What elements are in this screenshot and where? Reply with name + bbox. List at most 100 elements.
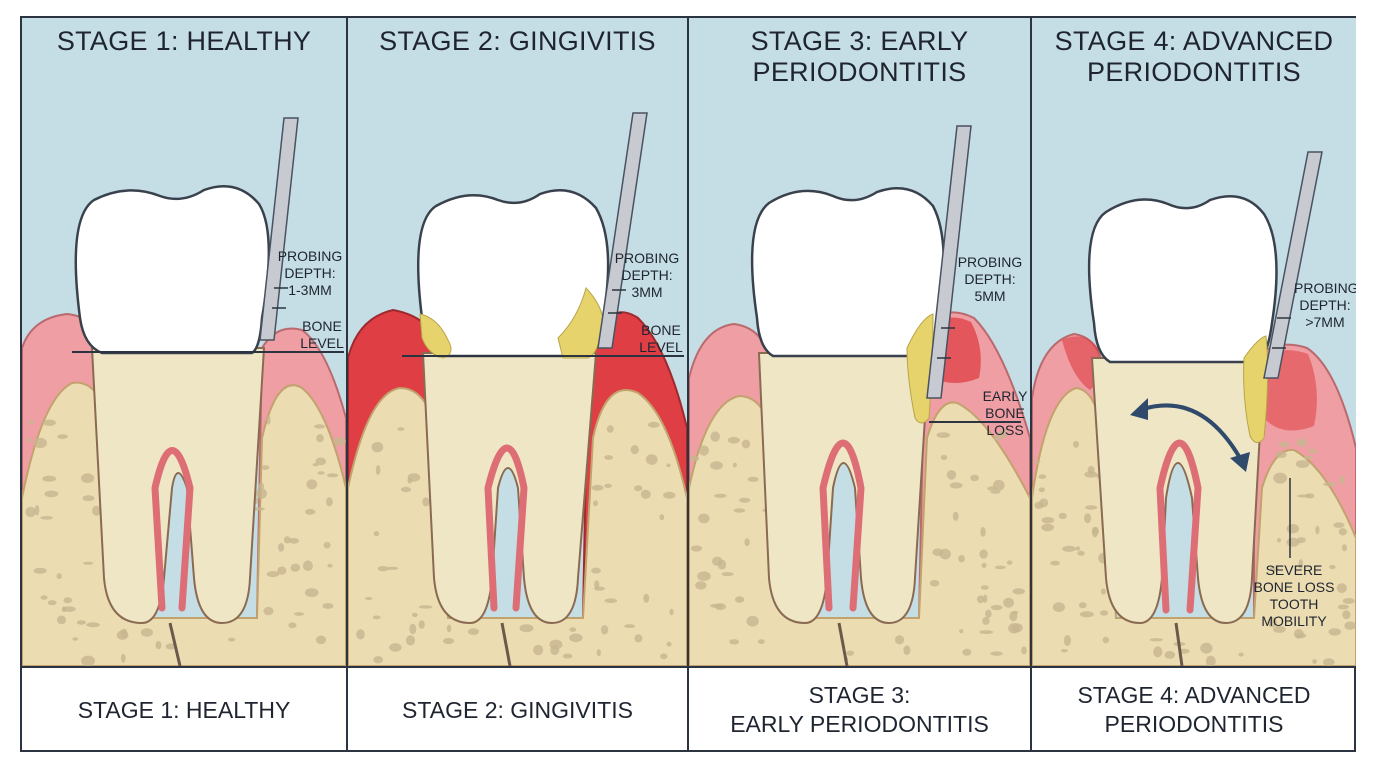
bone-pore [634,634,643,643]
bone-pore [283,536,291,544]
bone-pore [1164,651,1176,659]
bone-pore [1273,625,1286,633]
bone-pore [277,566,287,575]
bone-pore [666,463,671,468]
bone-pores [356,421,676,664]
bone-pore [697,571,711,581]
bone-pore [690,545,702,552]
bone-pore [519,624,534,633]
bone-pore [25,506,36,518]
bone-pore [634,485,643,492]
bone-pore [263,606,274,616]
tooth-root [421,352,598,625]
stage-3-probing-depth: PROBING DEPTH: 5MM [957,254,1023,304]
bone-pore [993,435,1001,441]
stage-4-probing-depth: PROBING DEPTH: >7MM [1294,280,1356,330]
bone-pore [594,586,605,591]
stage-2-probing-depth: PROBING DEPTH: 3MM [614,250,680,300]
stage-2-caption: STAGE 2: GINGIVITIS [402,696,633,723]
nerve-line [168,622,182,666]
bone-pore [640,489,651,499]
bone-pore [712,556,723,566]
bone-pore [729,639,739,645]
bone-pore [140,628,153,637]
plaque-right [1243,335,1269,443]
bone-pore [63,597,73,604]
bone-pore [1293,628,1304,639]
bone-pore [666,641,672,647]
bone-pore [1295,460,1310,468]
bone-pore [647,421,660,428]
root-canal [151,447,194,612]
bone-pore [290,563,301,572]
bone-pore [983,594,988,603]
bone-pore [757,639,765,644]
bone-pore [306,479,318,490]
bone-pore [409,623,417,635]
bone-pore [1009,611,1018,622]
bone-pore [979,549,988,559]
bone-pore [400,486,412,493]
bone-pore [980,585,989,590]
bone-pore [1153,646,1163,658]
bone-pore [76,620,86,625]
bone-pore [604,455,613,460]
bone-pore [739,497,751,503]
bone-pore [304,588,319,598]
bone-pore [993,479,1005,491]
bone-pore [294,612,305,616]
bone-pore [643,593,650,603]
bone-pore [562,653,573,659]
bone-pore [120,628,128,639]
bone-pore [695,581,707,590]
bone-pore [929,579,940,587]
root-canal [1156,439,1202,614]
stage-1-title: STAGE 1: HEALTHY [56,26,312,56]
bone-pore [979,630,994,634]
bone-pore [1344,621,1356,630]
bone-pore [315,457,327,466]
periodontal-probe [926,125,972,399]
bone-pore [333,436,346,446]
bone-pore [569,633,583,643]
bone-pore [327,563,333,568]
bone-pore [591,484,604,491]
bone-pore [33,567,47,574]
bone-pore [372,615,381,620]
bone-pore [302,560,313,571]
bone-pore [710,431,720,442]
bone-pore [1000,428,1008,439]
bone-pore [994,565,1006,570]
bone-pore [373,656,384,664]
bone-pore [62,606,76,612]
bone-pore [418,605,433,609]
gum-left-inflamed [1062,336,1100,390]
bone-pore [1342,598,1355,604]
bone-pore [604,598,618,603]
bone-pore [1084,505,1098,510]
bone-pore [1267,617,1277,628]
bone-pore [733,508,746,513]
bone-pore [936,432,950,438]
mobility-arrow [1130,398,1250,472]
bone-pore [40,516,53,520]
stage-2-bone-level-label: BONE LEVEL [639,322,683,355]
bone-pore [422,497,430,507]
plaque-left [419,313,452,359]
stage-1-bone-level-label: BONE LEVEL [300,318,344,351]
bone-pore [1323,482,1337,487]
bone-pore [630,445,639,455]
bone-pore [326,473,339,478]
bone-pore [121,653,126,663]
bone-pore [1341,544,1348,552]
bone-pore [72,637,79,641]
bone-pore [1091,526,1098,538]
bone-pore [985,609,992,618]
bone-pore [940,454,948,461]
bone-pore [29,419,34,425]
bone-pore [1063,635,1071,646]
bone-pores [1034,438,1356,666]
panel-divider [1030,18,1032,752]
bone-pore [689,455,700,462]
bone-pore [699,445,709,456]
